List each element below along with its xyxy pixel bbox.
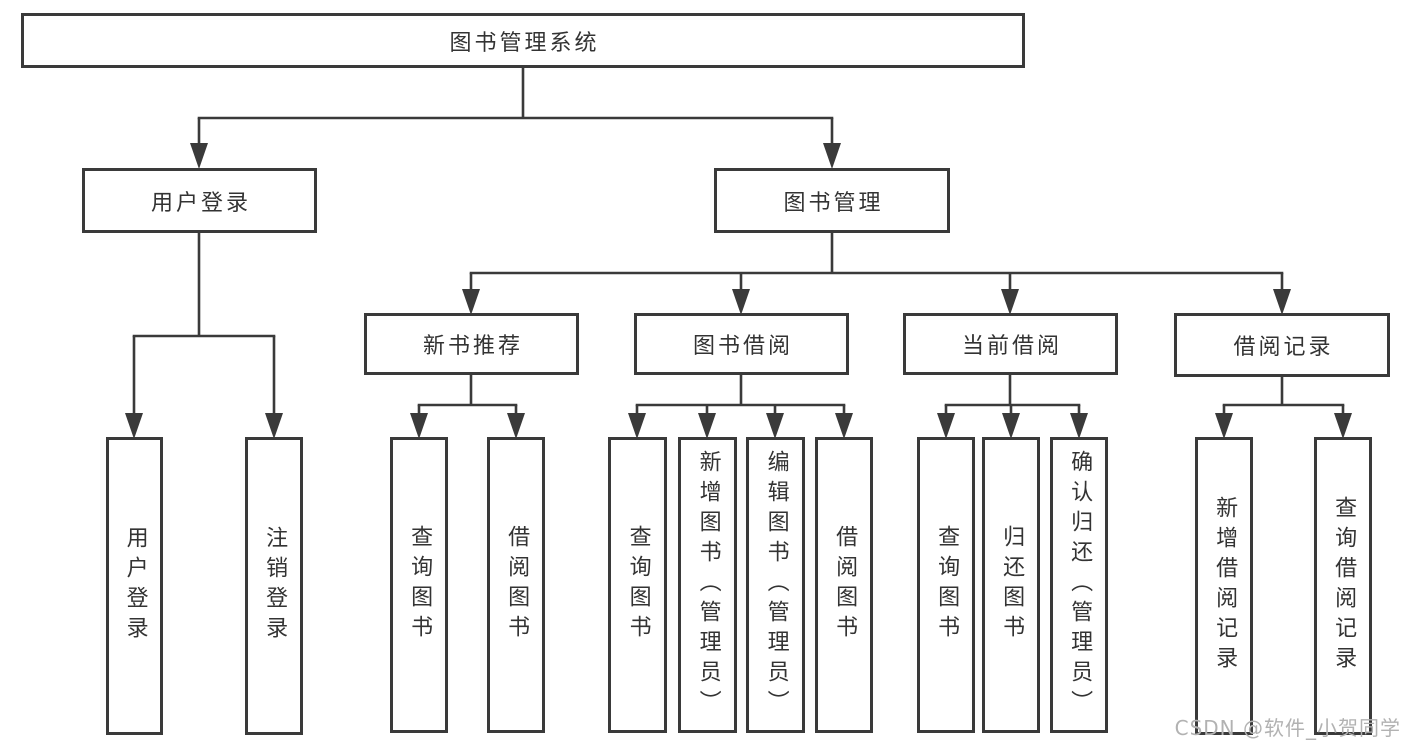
node-label: 借阅图书 [832,525,858,645]
node-label: 图书管理系统 [449,30,600,56]
node-label: 新书推荐 [422,334,523,359]
arrowhead-icon [410,413,428,439]
node-label: 查询图书 [934,525,960,645]
node-label: 新增借阅记录 [1212,496,1238,676]
node-label: 当前借阅 [961,334,1062,359]
arrowhead-icon [937,413,955,439]
watermark: CSDN @软件_小贺同学 [1174,716,1401,740]
node-label: 图书借阅 [692,334,793,359]
arrowhead-icon [507,413,525,439]
node-book-mgmt: 图书管理 [714,168,950,233]
node-bb-edit-book: 编辑图书（管理员） [746,437,805,733]
node-bb-add-book: 新增图书（管理员） [678,437,737,733]
node-br-query-record: 查询借阅记录 [1314,437,1372,735]
arrowhead-icon [1070,413,1088,439]
node-label: 编辑图书（管理员） [763,450,789,720]
node-user-login: 用户登录 [82,168,317,233]
arrowhead-icon [1334,413,1352,439]
node-label: 用户登录 [122,526,148,646]
node-label: 借阅图书 [504,525,530,645]
node-rec-query-book: 查询图书 [390,437,448,733]
node-bb-borrow-book: 借阅图书 [815,437,873,733]
node-label: 查询图书 [407,525,433,645]
node-br-add-record: 新增借阅记录 [1195,437,1253,735]
node-logout: 注销登录 [245,437,303,735]
node-bb-query-book: 查询图书 [608,437,667,733]
node-rec-borrow-book: 借阅图书 [487,437,545,733]
node-label: 借阅记录 [1233,335,1334,360]
arrowhead-icon [125,413,143,439]
node-cb-return-book: 归还图书 [982,437,1040,733]
arrowhead-icon [835,413,853,439]
node-label: 注销登录 [262,526,288,646]
arrowhead-icon [1273,289,1291,315]
node-cb-query-book: 查询图书 [917,437,975,733]
node-book-borrow: 图书借阅 [634,313,849,375]
arrowhead-icon [732,289,750,315]
node-root: 图书管理系统 [21,13,1025,68]
node-login: 用户登录 [106,437,163,735]
arrowhead-icon [823,143,841,169]
arrowhead-icon [265,413,283,439]
node-label: 图书管理 [783,190,884,216]
arrowhead-icon [1001,289,1019,315]
node-label: 确认归还（管理员） [1067,450,1093,720]
node-borrow-records: 借阅记录 [1174,313,1390,377]
node-label: 新增图书（管理员） [695,450,721,720]
node-current-borrow: 当前借阅 [903,313,1118,375]
node-label: 归还图书 [999,525,1025,645]
arrowhead-icon [698,413,716,439]
node-label: 查询图书 [625,525,651,645]
node-cb-confirm-return: 确认归还（管理员） [1050,437,1108,733]
arrowhead-icon [190,143,208,169]
arrowhead-icon [1215,413,1233,439]
arrowhead-icon [1002,413,1020,439]
arrowhead-icon [628,413,646,439]
arrowhead-icon [766,413,784,439]
node-label: 查询借阅记录 [1331,496,1357,676]
arrowhead-icon [462,289,480,315]
node-label: 用户登录 [150,190,251,216]
node-new-book-rec: 新书推荐 [364,313,579,375]
